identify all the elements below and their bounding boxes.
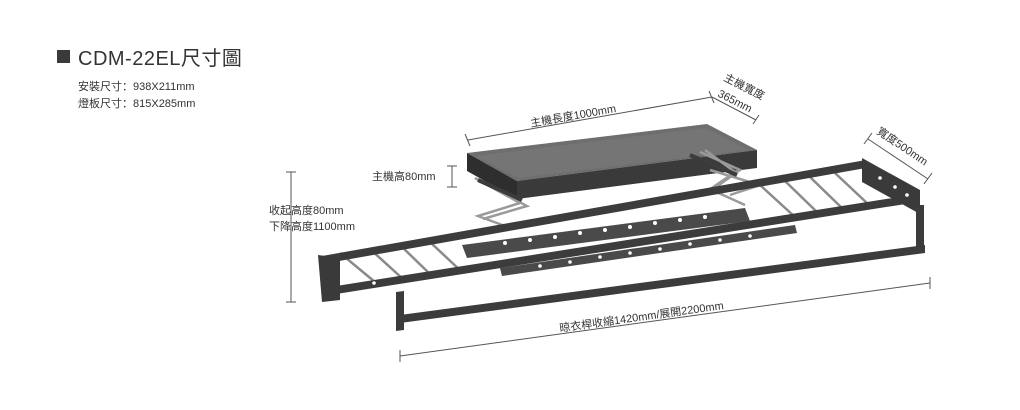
lower-height-label: 下降高度1100mm xyxy=(269,219,355,233)
rod-length-dimension xyxy=(399,282,931,357)
title-block: CDM-22EL尺寸圖 xyxy=(57,42,242,71)
width-dimension xyxy=(867,138,929,180)
main-housing xyxy=(467,124,757,199)
lamp-size-text: 燈板尺寸：815X285mm xyxy=(78,98,196,110)
main-height-label: 主機高80mm xyxy=(372,169,436,183)
housing-front xyxy=(467,153,517,199)
title-bullet-icon xyxy=(57,50,70,63)
rod-length-label: 晾衣桿收縮1420mm/展開2200mm xyxy=(558,298,724,335)
housing-side xyxy=(517,150,757,199)
main-width-dimension xyxy=(711,96,757,121)
scissor-arms-dark xyxy=(477,153,738,202)
main-length-label: 主機長度1000mm xyxy=(529,101,617,130)
main-length-dimension xyxy=(467,96,713,141)
dimension-lines xyxy=(286,90,933,362)
retract-height-label: 收起高度80mm xyxy=(269,203,344,217)
left-end-cap xyxy=(318,255,340,302)
lamp-bar xyxy=(462,208,750,258)
right-end-cap xyxy=(862,158,920,214)
install-size-text: 安裝尺寸：938X211mm xyxy=(78,81,195,93)
rack-frame xyxy=(318,158,920,302)
page-title: CDM-22EL尺寸圖 xyxy=(78,48,243,70)
drying-rod xyxy=(396,205,925,331)
